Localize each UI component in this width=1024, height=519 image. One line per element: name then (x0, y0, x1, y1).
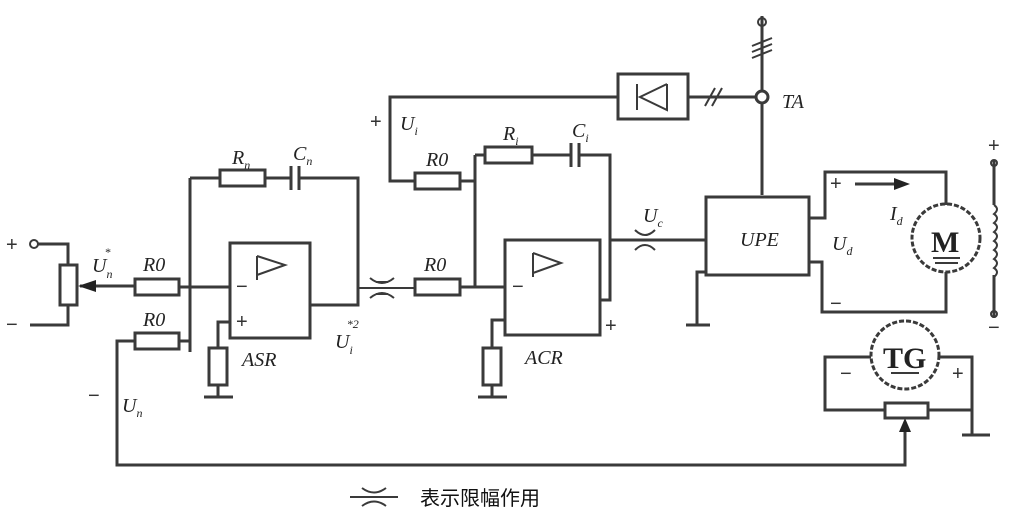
tg-plus-sign: + (952, 363, 964, 385)
resistor-r0-ui (413, 171, 462, 191)
capacitor-ci (569, 143, 581, 167)
resistor-acr-ground (481, 346, 503, 387)
tg-feedback-potentiometer (883, 401, 930, 420)
tachogenerator-tg (869, 319, 941, 391)
label-uc: Uc (643, 205, 663, 230)
label-cn: Cn (293, 143, 312, 168)
field-plus-sign: + (988, 135, 1000, 157)
label-rn: Rn (231, 147, 250, 172)
asr-minus-input: − (236, 276, 248, 298)
motor-m (910, 202, 982, 274)
label-r0-input: R0 (142, 254, 165, 276)
label-tg: TG (883, 342, 926, 375)
label-r0-ui: R0 (425, 149, 448, 171)
field-minus-sign: − (988, 317, 1000, 339)
label-ud: Ud (832, 233, 853, 258)
label-un-star: Un* (92, 245, 112, 281)
asr-amplifier (228, 241, 312, 340)
resistor-rn (218, 168, 267, 188)
feedback-wiper-arrow-icon (899, 418, 911, 432)
limiter-icon-asr (358, 277, 415, 299)
acr-amplifier (503, 238, 602, 337)
upe-power-converter (704, 195, 811, 277)
acr-plus-sign: + (605, 315, 617, 337)
legend-text: 表示限幅作用 (420, 486, 540, 510)
asr-plus-input: + (236, 311, 248, 333)
label-ci: Ci (572, 120, 589, 145)
ui-plus-sign: + (370, 111, 382, 133)
field-winding (990, 159, 998, 318)
label-acr: ACR (523, 347, 563, 369)
three-phase-icon (751, 37, 773, 59)
resistor-r0-input (133, 277, 181, 297)
limiter-icon-acr (634, 229, 656, 251)
label-upe: UPE (740, 229, 779, 251)
wiper-arrow-icon (78, 280, 96, 292)
line-break-icon (704, 87, 723, 107)
tg-minus-sign: − (840, 363, 852, 385)
label-ta: TA (782, 91, 805, 113)
input-minus-sign: − (6, 314, 18, 336)
label-r0-feedback: R0 (142, 309, 165, 331)
label-asr: ASR (240, 349, 276, 371)
un-minus-sign: − (88, 385, 100, 407)
label-ui-star: Ui*2 (335, 317, 359, 357)
label-ui: Ui (400, 113, 418, 138)
input-terminal (29, 239, 39, 249)
rectifier-box (616, 72, 690, 121)
current-direction-arrow-icon (894, 178, 910, 190)
reference-input: + − (6, 234, 135, 336)
input-plus-sign: + (6, 234, 18, 256)
resistor-r0-feedback (133, 331, 181, 351)
capacitor-cn (289, 166, 301, 190)
legend-limiter-icon (350, 487, 398, 507)
acr-minus-input: − (512, 276, 524, 298)
amplifier-icon (256, 255, 289, 280)
ac-supply-terminal (757, 17, 767, 27)
ud-minus-sign: − (830, 293, 842, 315)
label-r0-acr: R0 (423, 254, 446, 276)
rectifier-diode-icon (636, 83, 668, 112)
label-id: Id (889, 203, 904, 228)
resistor-asr-ground (207, 346, 229, 387)
label-ri: Ri (502, 123, 519, 148)
label-un: Un (122, 395, 142, 420)
reference-potentiometer (58, 263, 79, 307)
amplifier-icon (532, 252, 564, 277)
label-motor: M (931, 226, 959, 259)
resistor-r0-acr (413, 277, 462, 297)
current-transformer-ta (754, 89, 770, 105)
resistor-ri (483, 145, 534, 165)
ud-plus-sign: + (830, 173, 842, 195)
